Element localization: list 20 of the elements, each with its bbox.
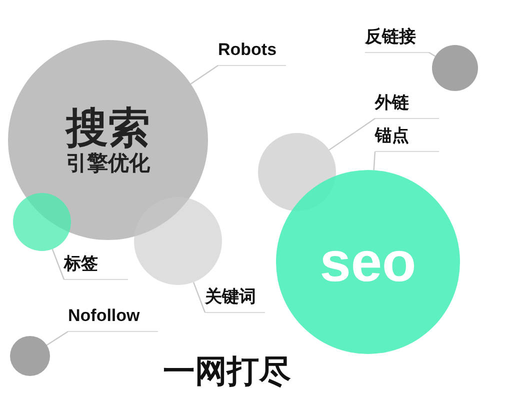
leader-line: [328, 118, 376, 150]
callout-label: Nofollow: [68, 306, 158, 332]
leader-line: [52, 248, 65, 280]
leader-line: [373, 151, 376, 170]
circle-subtitle: 引擎优化: [66, 152, 150, 176]
leader-line: [428, 52, 436, 57]
callout-label: 锚点: [375, 126, 439, 152]
leader-line: [46, 331, 68, 346]
circle: [10, 336, 50, 376]
leader-line: [192, 282, 206, 313]
callout-label: 外链: [375, 93, 439, 119]
callout-label: 关键词: [205, 287, 265, 313]
circle-title: 搜索: [66, 104, 150, 152]
leader-line: [190, 65, 218, 84]
callout-label: 反链接: [365, 27, 429, 53]
slogan-text: 一网打尽: [163, 352, 291, 391]
circle: [432, 45, 478, 91]
callout-label: Robots: [218, 40, 286, 66]
callout-label: 标签: [64, 254, 128, 280]
circle-title: seo: [320, 230, 416, 294]
